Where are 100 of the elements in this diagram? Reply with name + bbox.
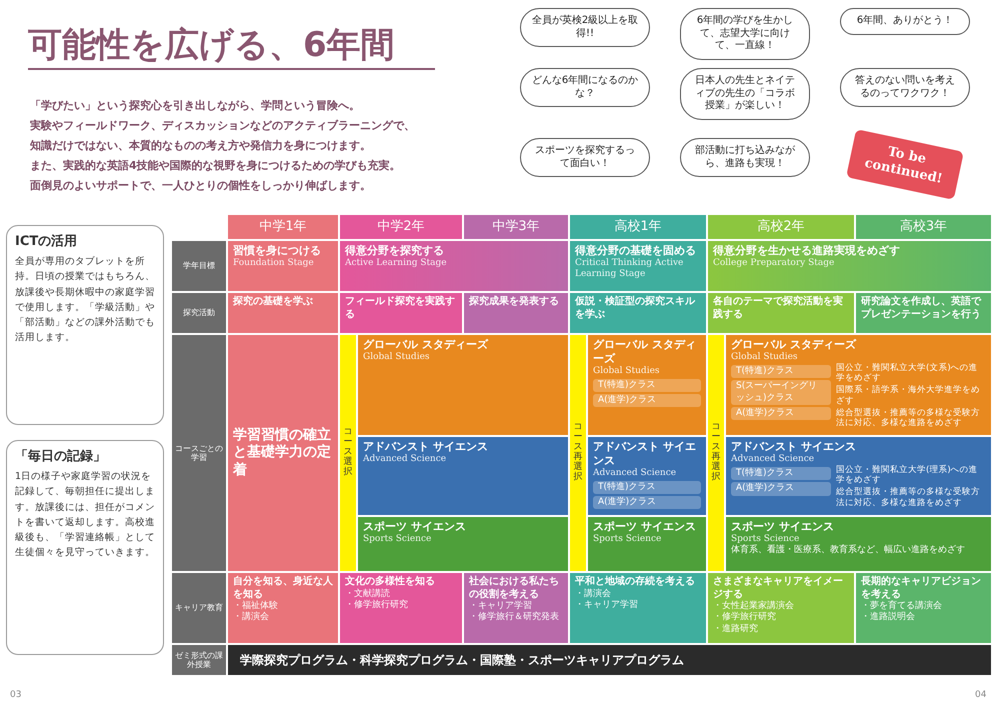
speech-bubble: 6年間、ありがとう！	[840, 8, 970, 34]
list-item: ・キャリア学習	[469, 601, 533, 612]
class-tag: A(進学)クラス	[731, 482, 831, 496]
cell-heading: スポーツ サイエンス	[363, 520, 467, 534]
grid-cell	[464, 573, 568, 643]
course-selection-band: コース再選択	[708, 335, 724, 571]
grid-cell	[340, 241, 568, 291]
intro-text: また、実践的な英語4技能や国際的な視野を身につけるための学びも充実。	[30, 158, 401, 173]
cell-heading: 仮説・検証型の探究スキルを学ぶ	[575, 296, 696, 321]
cell-subtitle: Sports Science	[731, 534, 800, 544]
grid-cell	[588, 437, 706, 515]
cell-heading: グローバル スタディーズ	[731, 338, 858, 352]
cell-heading: アドバンスト サイエンス	[593, 440, 697, 468]
cell-text: 体育系、看護・医療系、教育系など、幅広い進路をめざす	[731, 545, 966, 556]
puzzle-piece: To be continued!	[846, 129, 964, 200]
cell-subtitle: Foundation Stage	[233, 258, 315, 269]
list-item: ・修学旅行＆研究発表	[469, 612, 560, 624]
seminar-bar: 学際探究プログラム・科学探究プログラム・国際塾・スポーツキャリアプログラム	[228, 645, 991, 675]
grid-cell	[340, 293, 462, 333]
grid-cell	[726, 335, 991, 435]
grid-cell	[726, 437, 991, 515]
list-item: ・講演会	[233, 612, 270, 624]
cell-subtitle: Critical Thinking Active Learning Stage	[575, 258, 684, 280]
cell-subtitle: Global Studies	[363, 352, 431, 363]
list-item: ・女性起業家講演会	[713, 601, 795, 612]
cell-heading: アドバンスト サイエンス	[363, 440, 489, 454]
list-item: ・文献講読	[345, 588, 391, 600]
list-item: ・福祉体験	[233, 601, 279, 612]
grid-cell	[570, 573, 706, 643]
cell-heading: 各自のテーマで探究活動を実践する	[713, 296, 844, 321]
class-tag: A(進学)クラス	[593, 394, 701, 408]
page-title: 可能性を広げる、6年間	[28, 22, 435, 70]
intro-text: 知識だけではない、本質的なものの考え方や発信力を身につけます。	[30, 138, 371, 153]
cell-subtitle: Advanced Science	[593, 468, 678, 479]
speech-bubble: 6年間の学びを生かして、志望大学に向けて、一直線！	[680, 8, 810, 60]
cell-subtitle: College Preparatory Stage	[713, 258, 836, 269]
grid-cell	[726, 517, 991, 571]
intro-text: 「学びたい」という探究心を引き出しながら、学問という冒険へ。	[30, 98, 360, 113]
cell-heading: 探究成果を発表する	[469, 296, 560, 308]
speech-bubble: スポーツを探究するって面白い！	[520, 138, 650, 177]
cell-subtitle: Advanced Science	[363, 454, 448, 465]
grid-cell	[708, 293, 854, 333]
year-header: 高校3年	[856, 215, 991, 239]
class-tag: T(特進)クラス	[731, 467, 831, 480]
cell-subtitle: Active Learning Stage	[345, 258, 448, 269]
grid-cell	[856, 573, 991, 643]
speech-bubble: 日本人の先生とネイティブの先生の「コラボ授業」が楽しい！	[680, 68, 810, 120]
page-number: 03	[10, 690, 22, 700]
speech-bubble: どんな6年間になるのかな？	[520, 68, 650, 107]
cell-heading: スポーツ サイエンス	[731, 520, 835, 534]
class-tag: T(特進)クラス	[731, 365, 831, 378]
cell-heading: 探究の基礎を学ぶ	[233, 296, 314, 308]
cell-heading: 長期的なキャリアビジョンを考える	[861, 576, 982, 600]
cell-note: 国際系・語学系・海外大学進学をめざす	[836, 385, 981, 406]
row-header: コースごとの学習	[172, 335, 226, 571]
list-item: ・進路説明会	[861, 612, 916, 624]
cell-heading: スポーツ サイエンス	[593, 520, 697, 534]
card-text: 全員が専用のタブレットを所持。日頃の授業ではもちろん、放課後や長期休暇中の家庭学習で使用します。「学級活動」や「部活動」などの課外活動でも活用します。	[15, 255, 155, 346]
cell-heading: 社会における私たちの役割を考える	[469, 576, 560, 600]
cell-heading: 文化の多様性を知る	[345, 576, 436, 588]
course-selection-band: コース再選択	[570, 335, 586, 571]
list-item: ・講演会	[575, 588, 612, 600]
grid-cell	[856, 293, 991, 333]
grid-cell	[358, 517, 568, 571]
list-item: ・進路研究	[713, 624, 759, 635]
card-heading: ICTの活用	[15, 234, 78, 250]
speech-bubble: 全員が英検2級以上を取得!!	[520, 8, 650, 47]
row-header: 学年目標	[172, 241, 226, 291]
cell-heading: さまざまなキャリアをイメージする	[713, 576, 844, 600]
cell-subtitle: Sports Science	[363, 534, 432, 545]
class-tag: A(進学)クラス	[593, 496, 701, 510]
cell-heading: 得意分野を生かせる進路実現をめざす	[713, 244, 901, 258]
cell-heading: 得意分野を探究する	[345, 244, 445, 258]
cell-note: 総合型選抜・推薦等の多様な受験方法に対応、多様な進路をめざす	[836, 408, 981, 428]
grid-cell	[570, 241, 706, 291]
row-header: 探究活動	[172, 293, 226, 333]
list-item: ・夢を育てる講演会	[861, 601, 943, 612]
year-header: 中学2年	[340, 215, 462, 239]
cell-heading: グローバル スタディーズ	[593, 338, 697, 366]
class-tag: T(特進)クラス	[593, 480, 701, 494]
card-text: 1日の様子や家庭学習の状況を記録して、毎朝担任に提出します。放課後には、担任がコメントを書いて返却します。高校進級後も、「学習連絡帳」として生徒個々を見守っていきます。	[15, 470, 155, 560]
grid-cell	[570, 293, 706, 333]
list-item: ・修学旅行研究	[345, 600, 409, 611]
cell-subtitle: Global Studies	[731, 352, 799, 363]
cell-heading: 研究論文を作成し、英語でプレゼンテーションを行う	[861, 296, 982, 321]
grid-cell	[708, 573, 854, 643]
cell-subtitle: Sports Science	[593, 534, 662, 545]
grid-cell	[588, 517, 706, 571]
row-header: キャリア教育	[172, 573, 226, 643]
intro-text: 面倒見のよいサポートで、一人ひとりの個性をしっかり伸ばします。	[30, 178, 371, 193]
info-card	[6, 440, 164, 655]
grid-cell	[464, 293, 568, 333]
class-tag: T(特進)クラス	[593, 378, 701, 392]
grid-cell	[358, 335, 568, 435]
cell-heading: 習慣を身につける	[233, 244, 322, 258]
class-tag: S(スーパーイングリッシュ)クラス	[731, 380, 831, 405]
class-tag: A(進学)クラス	[731, 406, 831, 420]
grid-cell	[228, 241, 338, 291]
cell-heading: 得意分野の基礎を固める	[575, 244, 697, 258]
cell-note: 総合型選抜・推薦等の多様な受験方法に対応、多様な進路をめざす	[836, 487, 981, 508]
